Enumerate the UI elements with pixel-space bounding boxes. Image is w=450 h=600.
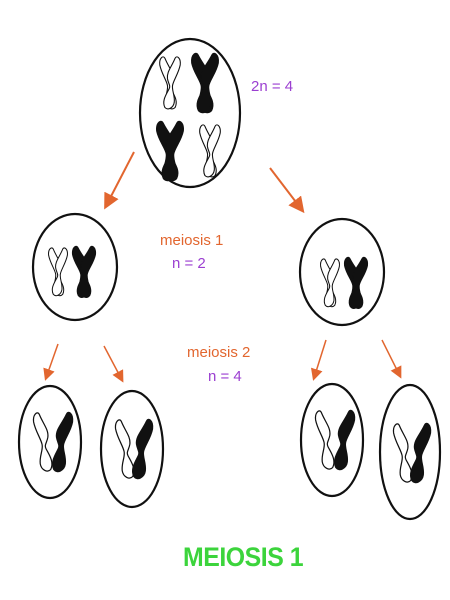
label-diploid: 2n = 4 <box>251 78 294 95</box>
daughter-cell-left-membrane <box>31 212 119 322</box>
label-n-4: n = 4 <box>208 368 242 385</box>
arrow-parent-to-right <box>269 167 305 214</box>
daughter-cell-right <box>298 217 386 327</box>
daughter-cell-left <box>31 212 119 322</box>
arrow-left-to-cell-2 <box>103 345 124 383</box>
granddaughter-cell-4 <box>378 383 442 521</box>
granddaughter-cell-1 <box>17 384 83 500</box>
granddaughter-cell-2 <box>99 389 165 509</box>
label-meiosis-2: meiosis 2 <box>187 344 251 361</box>
arrow-right-to-cell-3 <box>310 339 327 381</box>
granddaughter-cell-3-membrane <box>299 382 365 498</box>
label-meiosis-1: meiosis 1 <box>160 232 224 249</box>
arrow-parent-to-left <box>104 151 135 210</box>
daughter-cell-right-membrane <box>298 217 386 327</box>
arrow-left-to-cell-1 <box>43 343 59 381</box>
granddaughter-cell-1-membrane <box>17 384 83 500</box>
label-n-2: n = 2 <box>172 255 206 272</box>
granddaughter-cell-2-membrane <box>99 389 165 509</box>
granddaughter-cell-4-membrane <box>378 383 442 521</box>
parent-cell-membrane <box>138 37 242 189</box>
parent-cell <box>138 37 242 189</box>
granddaughter-cell-3 <box>299 382 365 498</box>
diagram-title: MEIOSIS 1 <box>183 542 304 572</box>
arrow-right-to-cell-4 <box>381 339 402 379</box>
